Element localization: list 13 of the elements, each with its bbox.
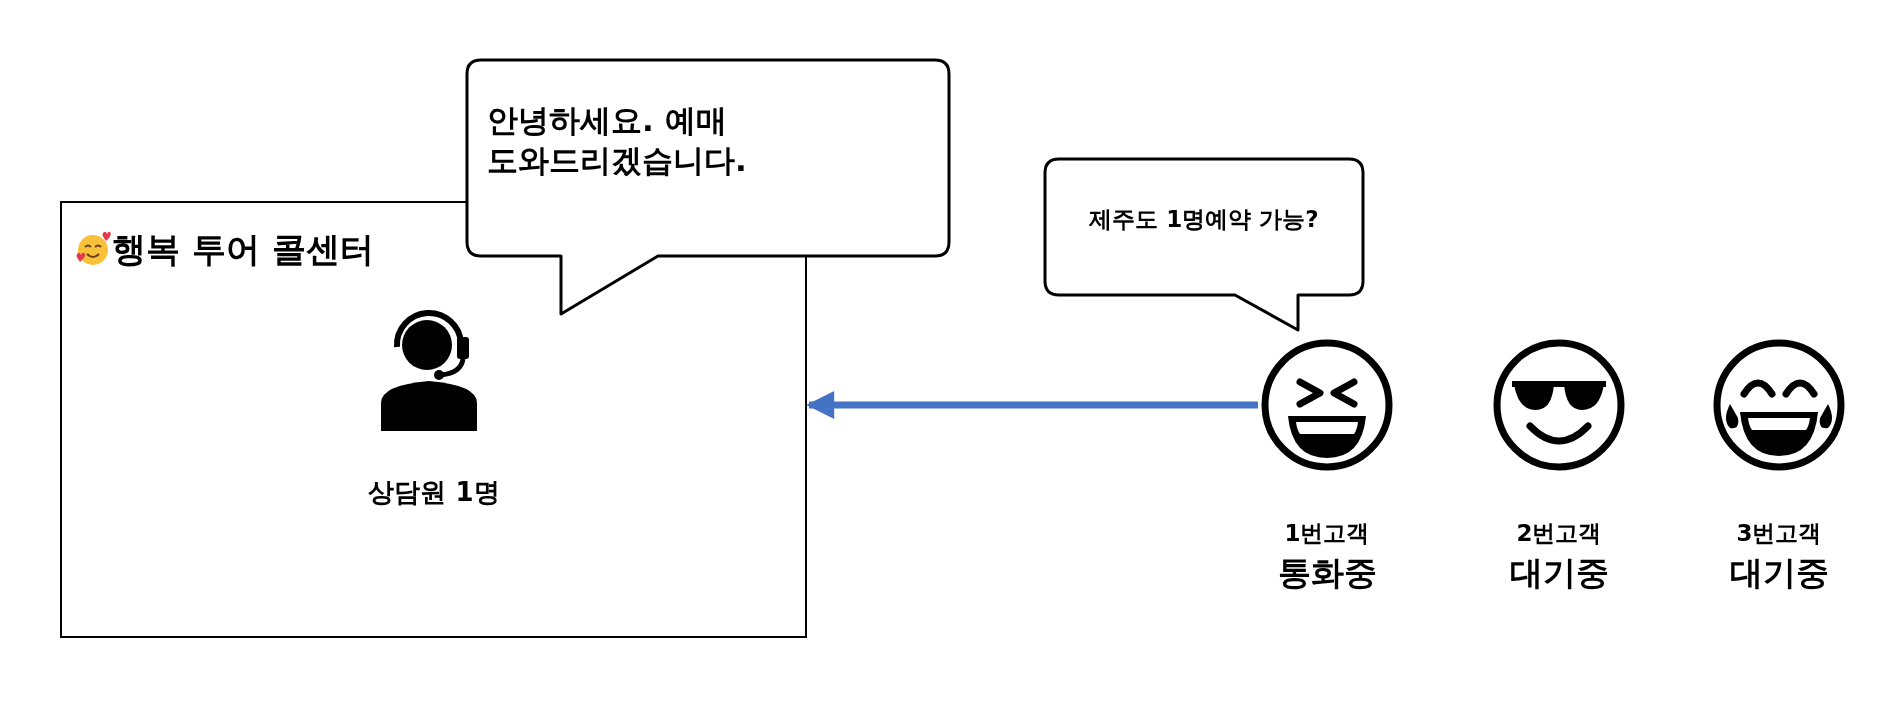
customer-number: 1번고객: [1284, 519, 1370, 548]
speech-bubble: [465, 58, 951, 316]
bubble-text: 제주도 1명예약 가능?: [1089, 205, 1319, 234]
customer-number: 3번고객: [1736, 519, 1822, 548]
center-title: 행복 투어 콜센터: [112, 228, 374, 271]
status-text: 통화중: [1277, 552, 1377, 594]
customer-number: 2번고객: [1516, 519, 1602, 548]
call-center-box: [60, 201, 807, 638]
bubble-text: 안녕하세요. 예매 도와드리겠습니다.: [487, 101, 748, 181]
agent-label: 상담원 1명: [368, 476, 500, 509]
status-text: 대기중: [1509, 552, 1609, 594]
status-text: 대기중: [1729, 552, 1829, 594]
speech-bubble: [1043, 157, 1365, 332]
